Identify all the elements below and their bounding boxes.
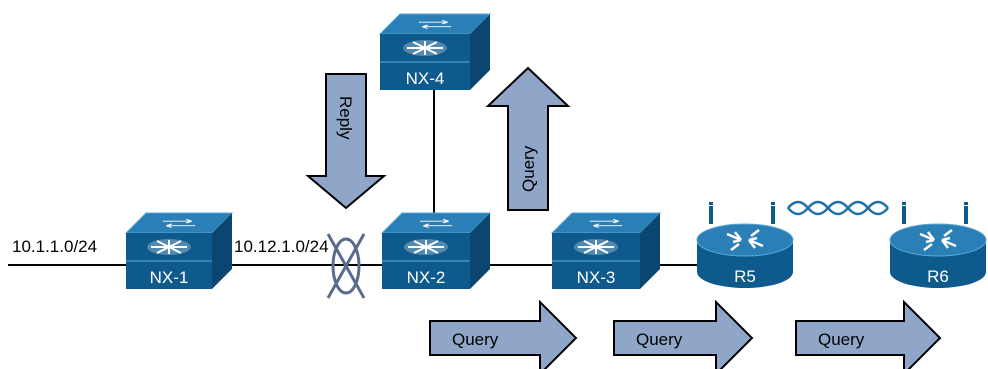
query-arrow-1-label: Query	[452, 330, 499, 349]
wireless-link-wave-icon	[787, 200, 889, 216]
device-label-nx4: NX-4	[406, 69, 445, 88]
nexus-switch-icon	[550, 212, 662, 289]
reply-arrow-label: Reply	[336, 96, 355, 140]
link-failure-x-icon	[326, 233, 366, 299]
query-up-arrow-label: Query	[519, 145, 538, 192]
query-arrow-3-label: Query	[818, 330, 865, 349]
nexus-switch-icon	[380, 212, 492, 289]
subnet-label-middle: 10.12.1.0/24	[234, 237, 329, 256]
reply-arrow: Reply	[305, 73, 387, 210]
device-label-nx2: NX-2	[407, 268, 446, 287]
device-label-nx3: NX-3	[577, 268, 616, 287]
query-arrow-3: Query	[795, 299, 942, 369]
router-icon	[889, 202, 987, 288]
device-label-r5: R5	[734, 267, 756, 286]
router-r5[interactable]: R5	[696, 202, 794, 288]
links	[8, 90, 700, 266]
query-up-arrow: Query	[485, 66, 571, 211]
switch-nx4[interactable]: NX-4	[378, 13, 492, 90]
nexus-switch-icon	[124, 212, 234, 289]
query-arrow-2: Query	[613, 299, 754, 369]
subnet-label-left: 10.1.1.0/24	[12, 237, 97, 256]
nexus-switch-icon	[378, 13, 492, 90]
query-arrow-1: Query	[429, 299, 578, 369]
device-label-r6: R6	[927, 267, 949, 286]
switch-nx3[interactable]: NX-3	[550, 212, 662, 289]
router-icon	[696, 202, 794, 288]
device-label-nx1: NX-1	[150, 268, 189, 287]
switch-nx1[interactable]: NX-1	[124, 212, 234, 289]
router-r6[interactable]: R6	[889, 202, 987, 288]
query-arrow-2-label: Query	[636, 330, 683, 349]
switch-nx2[interactable]: NX-2	[380, 212, 492, 289]
